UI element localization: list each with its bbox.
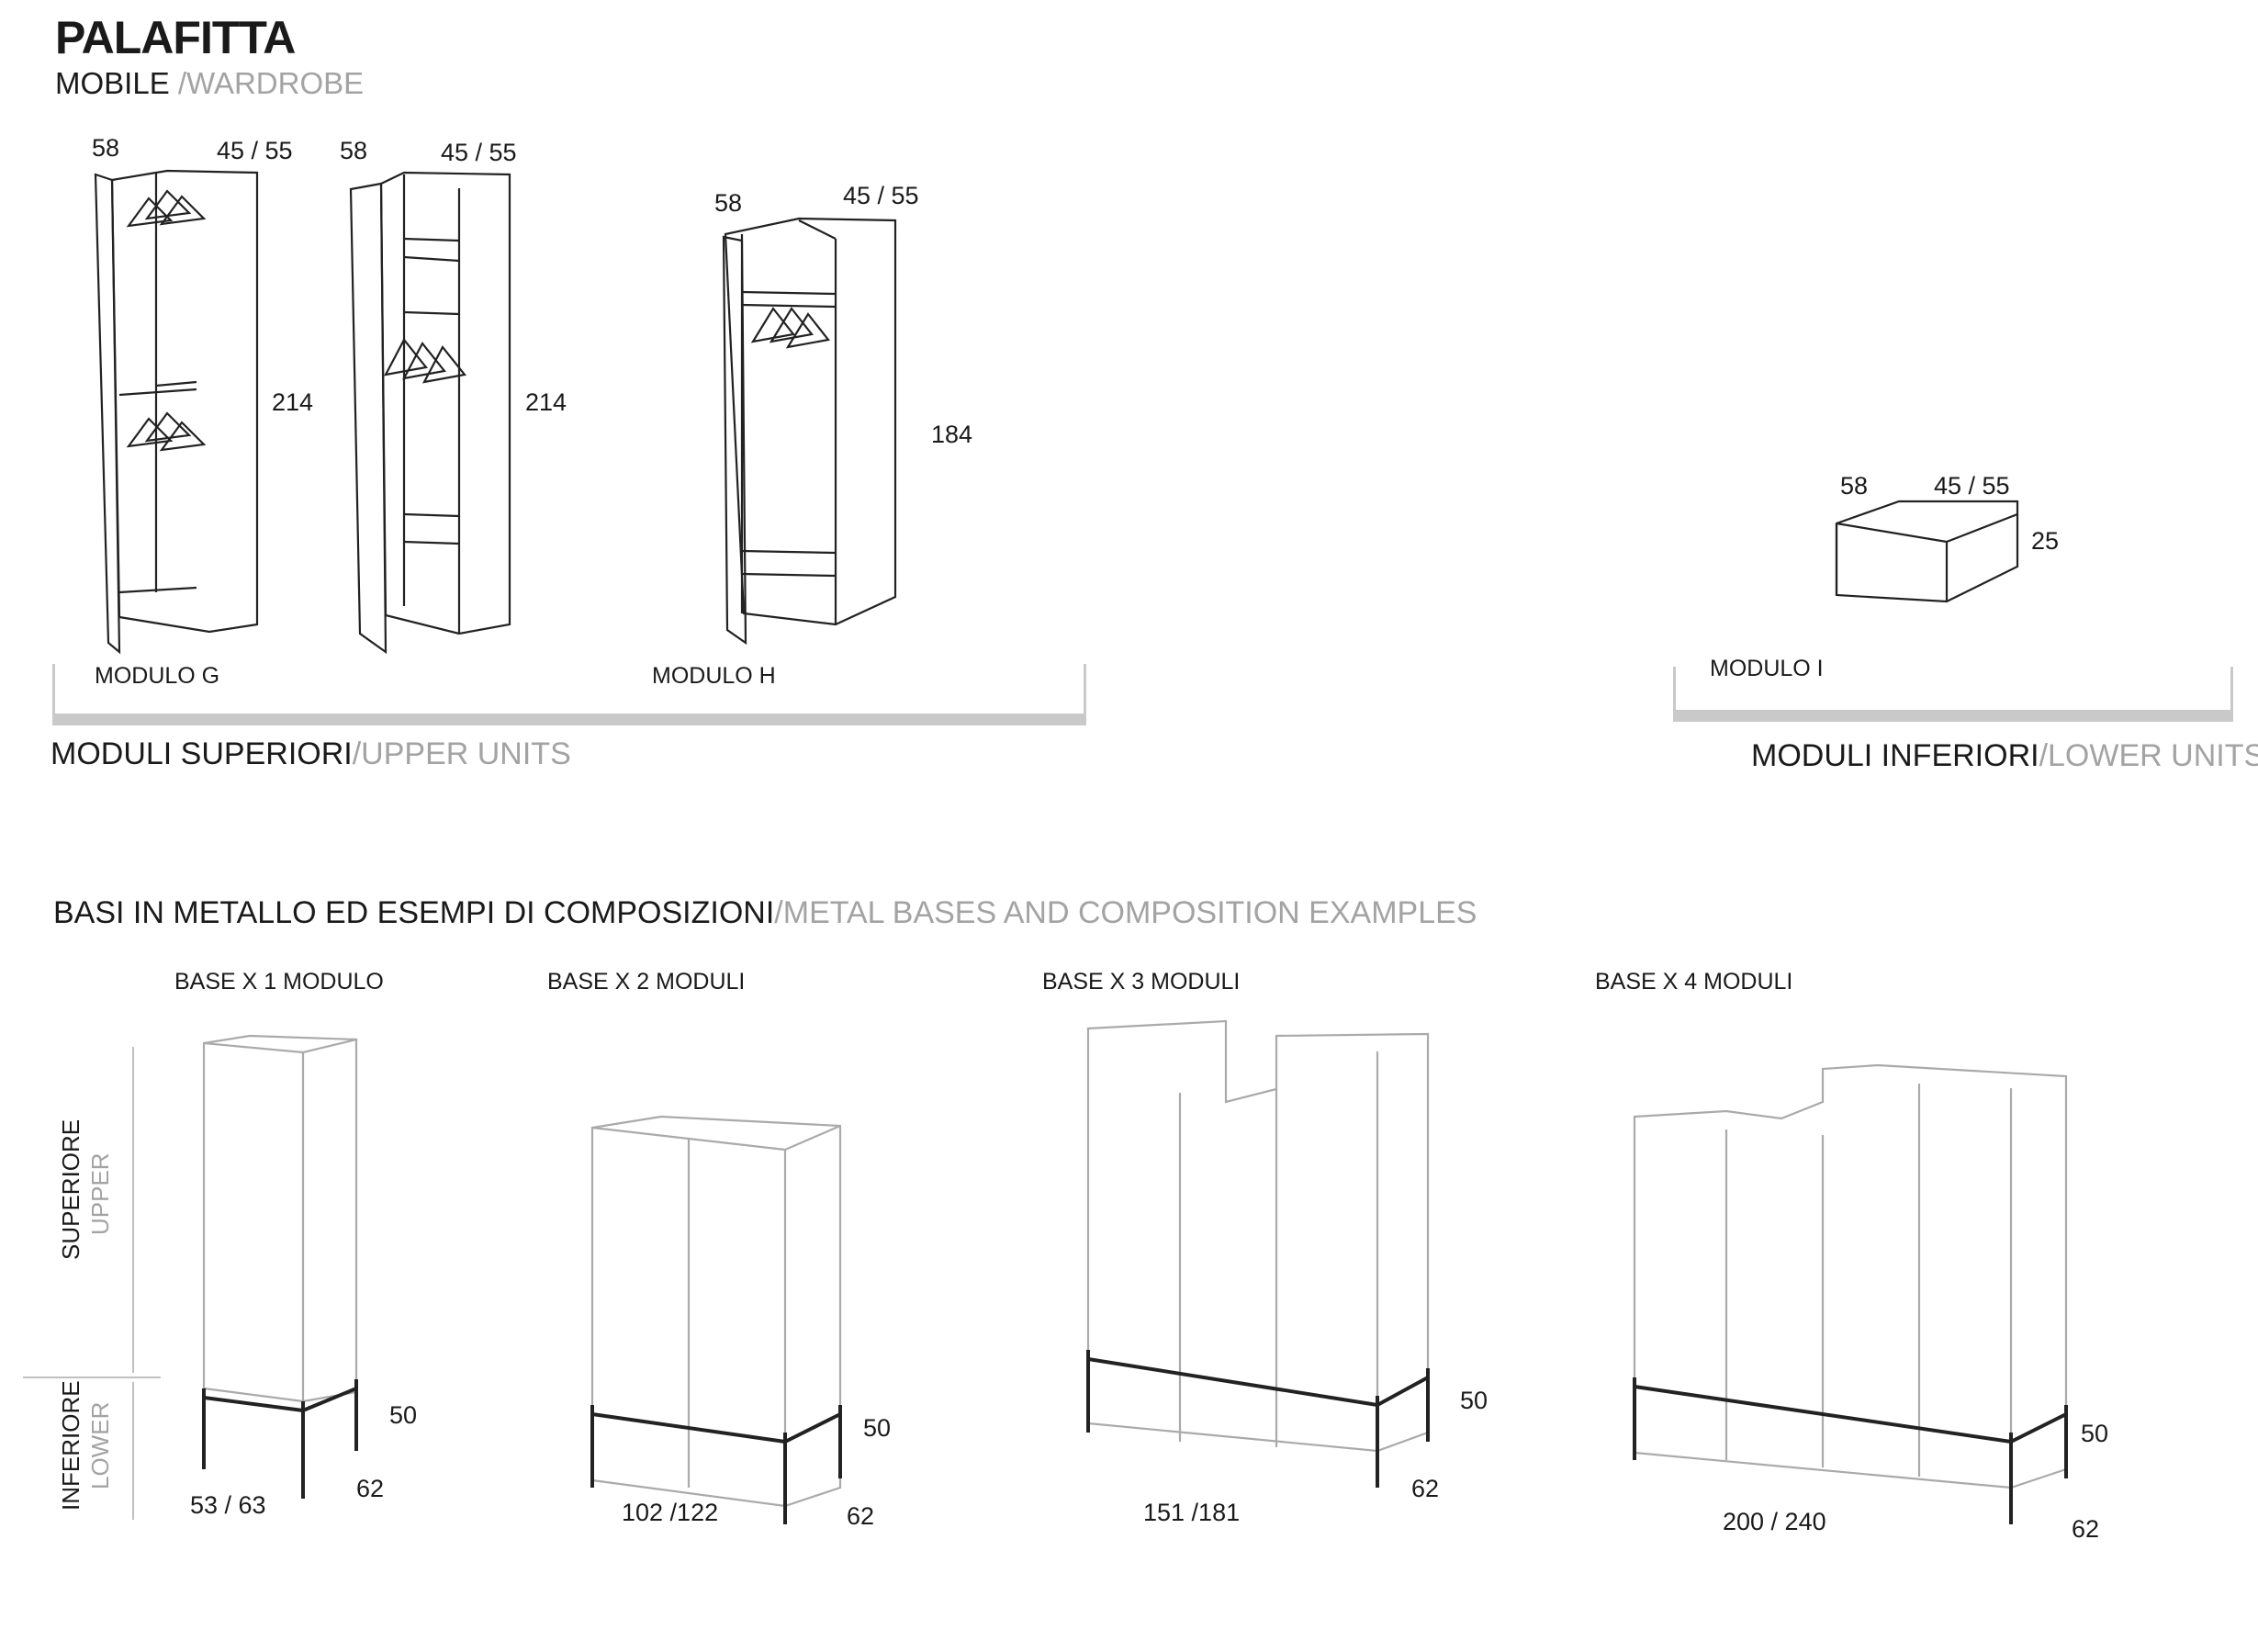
lower-section-alt: /LOWER UNITS — [2039, 738, 2258, 773]
modulo-g-depth: 58 — [92, 134, 120, 162]
upper-section-main: MODULI SUPERIORI — [51, 736, 353, 771]
side-label-upper-alt: UPPER — [86, 1152, 114, 1235]
upper-bracket-right — [1084, 664, 1086, 724]
base-1-width: 53 / 63 — [190, 1491, 266, 1519]
base-2-height: 50 — [863, 1414, 892, 1442]
base-1-depth: 62 — [356, 1475, 385, 1502]
base-2-frame — [590, 1405, 842, 1524]
modulo-g-width: 45 / 55 — [217, 137, 293, 164]
upper-section-alt: /UPPER UNITS — [352, 736, 571, 771]
page-subtitle: MOBILE /WARDROBE — [55, 66, 364, 101]
subtitle-alt: /WARDROBE — [177, 66, 365, 100]
side-label-upper: SUPERIORE — [57, 1118, 84, 1260]
base-3-frame — [1086, 1350, 1430, 1488]
base-4-height: 50 — [2081, 1420, 2109, 1447]
modulo-g-height: 214 — [272, 388, 314, 416]
lower-bracket-left — [1673, 667, 1676, 719]
bases-section-main: BASI IN METALLO ED ESEMPI DI COMPOSIZION… — [53, 895, 775, 930]
side-label-lower-alt: LOWER — [86, 1401, 114, 1489]
base-2-depth: 62 — [847, 1502, 875, 1530]
modulo-h-label: MODULO H — [652, 663, 776, 689]
base-4-frame — [1633, 1377, 2068, 1524]
base-4-composition — [1633, 1063, 2068, 1489]
base-1-label: BASE X 1 MODULO — [174, 969, 384, 995]
base-3-height: 50 — [1460, 1387, 1488, 1414]
modulo-h-width: 45 / 55 — [843, 182, 919, 209]
modulo-g-drawing-2 — [349, 171, 511, 655]
modulo-g2-depth: 58 — [340, 137, 368, 164]
base-3-label: BASE X 3 MODULI — [1042, 969, 1241, 995]
base-3-width: 151 /181 — [1143, 1499, 1241, 1526]
modulo-g2-height: 214 — [525, 388, 567, 416]
bases-section-heading: BASI IN METALLO ED ESEMPI DI COMPOSIZION… — [53, 895, 1477, 931]
base-1-height: 50 — [389, 1401, 418, 1429]
lower-section-main: MODULI INFERIORI — [1751, 738, 2039, 773]
upper-section-heading: MODULI SUPERIORI/UPPER UNITS — [51, 736, 571, 772]
upper-bracket — [52, 714, 1086, 725]
page-title: PALAFITTA — [55, 12, 296, 63]
modulo-g2-width: 45 / 55 — [441, 139, 517, 166]
bases-section-alt: /METAL BASES AND COMPOSITION EXAMPLES — [774, 895, 1477, 930]
base-2-label: BASE X 2 MODULI — [547, 969, 746, 995]
lower-bracket — [1673, 710, 2233, 722]
modulo-i-depth: 58 — [1840, 472, 1869, 500]
base-1-frame — [202, 1379, 358, 1499]
base-2-width: 102 /122 — [622, 1499, 719, 1526]
upper-bracket-left — [52, 664, 55, 724]
modulo-i-label: MODULO I — [1710, 656, 1824, 681]
lower-bracket-right — [2230, 667, 2233, 719]
modulo-h-depth: 58 — [714, 189, 743, 217]
base-4-label: BASE X 4 MODULI — [1595, 969, 1793, 995]
side-label-lower: INFERIORE — [57, 1380, 84, 1511]
base-1-composition — [202, 1034, 358, 1403]
modulo-h-drawing — [722, 217, 897, 646]
side-axis-lines — [23, 1047, 161, 1520]
modulo-g-label: MODULO G — [95, 663, 220, 689]
modulo-i-height: 25 — [2031, 527, 2060, 555]
subtitle-main: MOBILE — [55, 66, 170, 100]
modulo-i-drawing — [1835, 500, 2019, 603]
base-4-width: 200 / 240 — [1723, 1508, 1826, 1535]
base-3-depth: 62 — [1411, 1475, 1440, 1502]
modulo-i-width: 45 / 55 — [1934, 472, 2010, 500]
lower-section-heading: MODULI INFERIORI/LOWER UNITS — [1751, 738, 2258, 774]
modulo-g-drawing-1 — [94, 169, 259, 655]
base-2-composition — [590, 1115, 842, 1508]
modulo-h-height: 184 — [931, 421, 973, 448]
base-4-depth: 62 — [2072, 1515, 2100, 1543]
